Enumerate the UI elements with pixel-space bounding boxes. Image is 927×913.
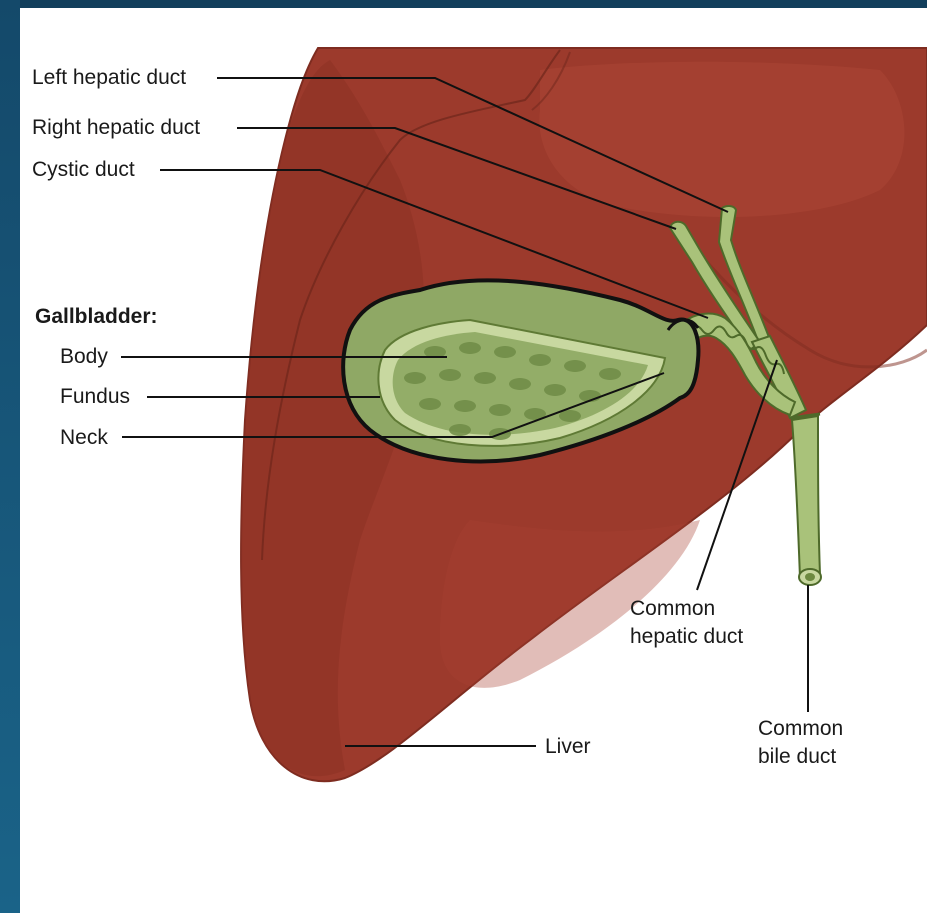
label-gallbladder-heading: Gallbladder: (35, 305, 158, 329)
label-common-hepatic-duct-line2: hepatic duct (630, 625, 743, 649)
label-cystic-duct: Cystic duct (32, 158, 135, 182)
common-bile-duct-shape (792, 416, 820, 578)
label-body: Body (60, 345, 108, 369)
liver-lobe-highlight (539, 62, 904, 217)
left-frame-strip (0, 0, 20, 913)
common-bile-duct-lumen (805, 573, 815, 581)
label-common-hepatic-duct-line1: Common (630, 597, 715, 621)
top-frame-strip (0, 0, 927, 8)
label-left-hepatic-duct: Left hepatic duct (32, 66, 186, 90)
label-common-bile-duct-line2: bile duct (758, 745, 836, 769)
label-liver: Liver (545, 735, 591, 759)
gallbladder-diagram (20, 8, 927, 913)
label-common-bile-duct-line1: Common (758, 717, 843, 741)
diagram-panel: Left hepatic duct Right hepatic duct Cys… (20, 8, 927, 913)
label-neck: Neck (60, 426, 108, 450)
label-right-hepatic-duct: Right hepatic duct (32, 116, 200, 140)
label-fundus: Fundus (60, 385, 130, 409)
